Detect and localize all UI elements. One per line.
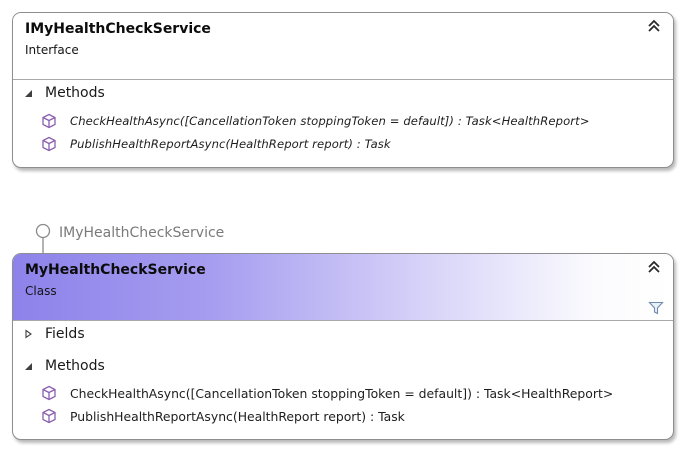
method-item[interactable]: CheckHealthAsync([CancellationToken stop… [41, 113, 590, 129]
class-stereotype: Class [25, 284, 57, 298]
implemented-interface-label[interactable]: IMyHealthCheckService [59, 225, 225, 241]
expanded-triangle-icon [25, 363, 32, 370]
expanded-triangle-icon [25, 90, 32, 97]
methods-section-label: Methods [45, 358, 105, 374]
method-signature: PublishHealthReportAsync(HealthReport re… [70, 408, 405, 424]
class-header[interactable]: MyHealthCheckService Class [13, 254, 673, 321]
chevron-up-double-icon[interactable] [647, 19, 661, 33]
collapsed-triangle-icon [25, 329, 32, 339]
method-cube-icon [42, 113, 56, 129]
methods-section-toggle[interactable]: Methods [23, 358, 105, 374]
chevron-up-double-icon[interactable] [647, 260, 661, 274]
method-signature: PublishHealthReportAsync(HealthReport re… [70, 137, 391, 151]
methods-section-label: Methods [45, 85, 105, 101]
fields-section-toggle[interactable]: Fields [23, 326, 85, 342]
method-item[interactable]: PublishHealthReportAsync(HealthReport re… [41, 136, 391, 152]
method-item[interactable]: CheckHealthAsync([CancellationToken stop… [41, 385, 613, 401]
method-cube-icon [42, 136, 56, 152]
method-cube-icon [42, 385, 56, 401]
class-name: MyHealthCheckService [25, 262, 206, 278]
interface-header[interactable]: IMyHealthCheckService Interface [13, 13, 673, 80]
fields-section-label: Fields [45, 326, 85, 342]
class-shape[interactable]: MyHealthCheckService Class Fields Method… [12, 253, 674, 440]
method-cube-icon [42, 408, 56, 424]
method-signature: CheckHealthAsync([CancellationToken stop… [70, 114, 590, 128]
interface-lollipop-icon [35, 223, 51, 256]
methods-section-toggle[interactable]: Methods [23, 85, 105, 101]
filter-icon[interactable] [648, 301, 664, 315]
interface-name: IMyHealthCheckService [25, 21, 211, 37]
interface-stereotype: Interface [25, 43, 79, 57]
interface-shape[interactable]: IMyHealthCheckService Interface Methods … [12, 12, 674, 168]
method-signature: CheckHealthAsync([CancellationToken stop… [70, 385, 614, 401]
method-item[interactable]: PublishHealthReportAsync(HealthReport re… [41, 408, 405, 424]
